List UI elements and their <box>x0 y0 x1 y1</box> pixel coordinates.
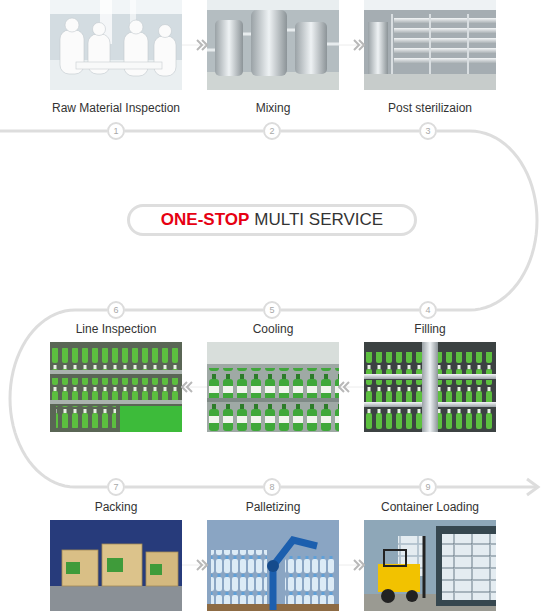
photo-cooling <box>207 342 339 432</box>
step-number-text: 9 <box>425 483 430 492</box>
process-step: Packing <box>50 520 182 610</box>
step-number-text: 4 <box>425 306 430 315</box>
step-number: 1 <box>107 122 125 140</box>
step-number-text: 8 <box>269 483 274 492</box>
photo-palletizing <box>207 520 339 611</box>
flow-line-end <box>437 486 537 489</box>
process-step: Palletizing <box>207 520 339 610</box>
flow-line <box>125 486 263 489</box>
service-banner: ONE-STOPMULTI SERVICE <box>127 204 417 236</box>
flow-line <box>125 130 263 133</box>
banner-highlight: ONE-STOP <box>161 210 249 230</box>
step-number: 2 <box>263 122 281 140</box>
step-caption: Cooling <box>253 322 294 336</box>
step-caption: Line Inspection <box>76 322 157 336</box>
step-number: 8 <box>263 478 281 496</box>
photo-line-inspection <box>50 342 182 432</box>
step-number: 3 <box>419 122 437 140</box>
flow-line <box>437 131 537 310</box>
photo-mixing <box>207 0 339 90</box>
step-number-text: 6 <box>113 306 118 315</box>
step-arrow <box>182 45 207 46</box>
step-arrow <box>339 387 364 388</box>
step-caption: Post sterilizaion <box>388 101 472 115</box>
flow-arrowhead <box>527 479 538 495</box>
banner-text: MULTI SERVICE <box>254 210 383 230</box>
step-arrow <box>182 387 207 388</box>
photo-sterilization <box>364 0 496 90</box>
step-caption: Packing <box>95 500 138 514</box>
flow-line <box>281 309 419 312</box>
flow-line <box>281 130 419 133</box>
step-number-text: 7 <box>113 483 118 492</box>
process-step: Post sterilizaion <box>364 0 496 90</box>
step-arrow <box>182 565 207 566</box>
flow-line <box>125 309 263 312</box>
step-arrow <box>339 45 364 46</box>
step-number: 9 <box>419 478 437 496</box>
step-number: 4 <box>419 301 437 319</box>
step-number: 5 <box>263 301 281 319</box>
process-step: Cooling <box>207 342 339 432</box>
step-number-text: 3 <box>425 127 430 136</box>
step-caption: Raw Material Inspection <box>52 101 180 115</box>
step-number: 7 <box>107 478 125 496</box>
step-caption: Mixing <box>256 101 291 115</box>
step-caption: Filling <box>414 322 445 336</box>
process-step: Filling <box>364 342 496 432</box>
step-number-text: 2 <box>269 127 274 136</box>
step-number-text: 5 <box>269 306 274 315</box>
process-step: Line Inspection <box>50 342 182 432</box>
flow-line-start <box>0 130 107 133</box>
step-arrow <box>339 565 364 566</box>
photo-packing <box>50 520 182 611</box>
step-number: 6 <box>107 301 125 319</box>
step-number-text: 1 <box>113 127 118 136</box>
process-step: Mixing <box>207 0 339 90</box>
process-step: Raw Material Inspection <box>50 0 182 90</box>
step-caption: Container Loading <box>381 500 479 514</box>
flow-line <box>281 486 419 489</box>
step-caption: Palletizing <box>246 500 301 514</box>
flow-line <box>10 310 107 487</box>
photo-inspection <box>50 0 182 90</box>
photo-container-loading <box>364 520 496 611</box>
process-step: Container Loading <box>364 520 496 610</box>
photo-filling <box>364 342 496 432</box>
